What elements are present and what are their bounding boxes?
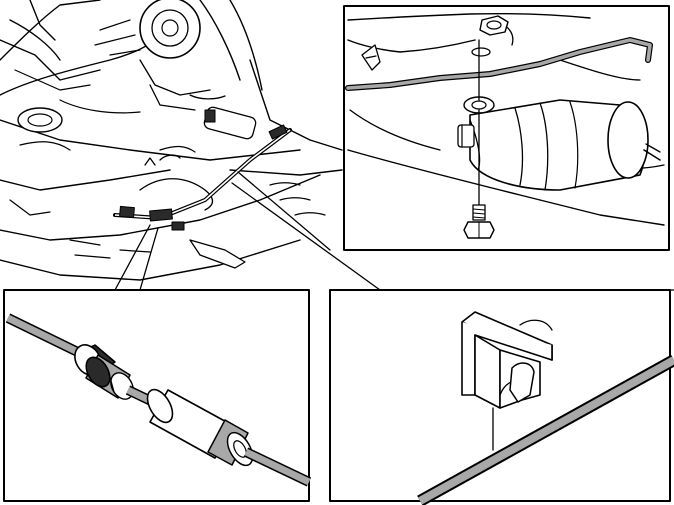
fuel-line-lower [243, 447, 312, 487]
chassis-rail [347, 12, 665, 226]
clip-bracket [461, 311, 553, 451]
fuel-pipe [345, 37, 653, 91]
suspension-assembly [0, 0, 263, 114]
fuel-filter-detail [343, 5, 670, 251]
fuel-line-clip-detail [329, 289, 674, 505]
fuel-line-connector-detail [3, 289, 312, 502]
top-nut [471, 15, 509, 57]
body-panel [0, 59, 343, 281]
mounting-bolt [463, 39, 495, 239]
mounting-clip [361, 44, 381, 71]
fuel-line-main [113, 106, 292, 269]
fuel-line-in-clip [417, 354, 674, 505]
quick-connector-female [74, 344, 134, 400]
fuel-filter [457, 96, 661, 191]
main-underbody-view [0, 0, 674, 291]
